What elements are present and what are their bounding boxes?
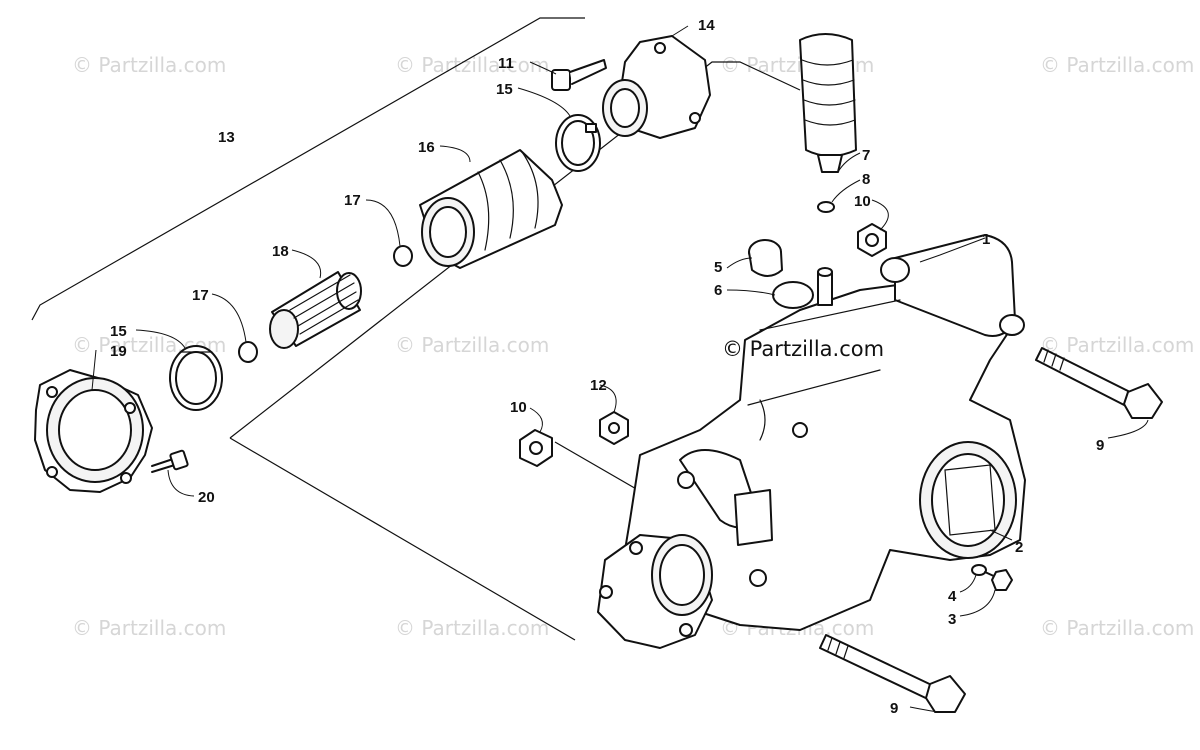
watermark: © Partzilla.com bbox=[1040, 53, 1194, 77]
part-9-bolt-upper bbox=[1035, 347, 1163, 419]
callout-10-lower: 10 bbox=[510, 399, 527, 416]
part-18-splined-shaft bbox=[269, 271, 362, 349]
part-20-bolt bbox=[151, 449, 189, 473]
callout-12: 12 bbox=[590, 377, 607, 394]
watermark: © Partzilla.com bbox=[1040, 616, 1194, 640]
part-17-plug-lower bbox=[238, 341, 258, 363]
callout-19: 19 bbox=[110, 343, 127, 360]
part-11-bolt bbox=[551, 59, 607, 91]
callout-2: 2 bbox=[1015, 539, 1023, 556]
callout-10-upper: 10 bbox=[854, 193, 871, 210]
callout-13: 13 bbox=[218, 129, 235, 146]
part-12-nut bbox=[599, 411, 629, 445]
part-4-washer bbox=[971, 564, 987, 576]
callout-17-upper: 17 bbox=[344, 192, 361, 209]
callout-20: 20 bbox=[198, 489, 215, 506]
watermark: © Partzilla.com bbox=[395, 616, 549, 640]
watermark: © Partzilla.com bbox=[72, 53, 226, 77]
part-15-clamp-upper bbox=[555, 114, 601, 172]
watermark-layer: © Partzilla.com © Partzilla.com © Partzi… bbox=[72, 53, 1194, 640]
part-17-plug-upper bbox=[393, 245, 413, 267]
part-8-clip bbox=[817, 201, 835, 213]
callout-7: 7 bbox=[862, 147, 870, 164]
callout-16: 16 bbox=[418, 139, 435, 156]
watermark: © Partzilla.com bbox=[395, 333, 549, 357]
callout-15-upper: 15 bbox=[496, 81, 513, 98]
callout-6: 6 bbox=[714, 282, 722, 299]
callout-8: 8 bbox=[862, 171, 870, 188]
watermark: © Partzilla.com bbox=[1040, 333, 1194, 357]
part-6-o-ring bbox=[772, 281, 814, 309]
part-19-flange-cover bbox=[34, 369, 153, 493]
watermark: © Partzilla.com bbox=[72, 616, 226, 640]
part-10-nut-lower bbox=[519, 429, 553, 467]
part-9-bolt-lower bbox=[819, 634, 966, 713]
callout-9-upper: 9 bbox=[1096, 437, 1104, 454]
part-5-cap bbox=[748, 239, 783, 277]
part-3-drain-bolt bbox=[984, 569, 1013, 591]
part-7-shift-boot bbox=[799, 33, 857, 173]
callout-15-lower: 15 bbox=[110, 323, 127, 340]
part-15-clamp-lower bbox=[169, 345, 223, 411]
part-14-yoke-flange bbox=[602, 35, 711, 139]
leader-lines bbox=[91, 25, 1149, 713]
callout-11: 11 bbox=[498, 55, 514, 72]
callout-3: 3 bbox=[948, 611, 956, 628]
watermark-center: © Partzilla.com bbox=[722, 337, 884, 361]
callout-4: 4 bbox=[948, 588, 957, 605]
callout-labels: 1 2 3 4 5 6 7 8 9 9 10 10 11 12 13 14 15… bbox=[110, 17, 1104, 717]
shift-rod bbox=[817, 267, 833, 306]
callout-1: 1 bbox=[982, 231, 990, 248]
callout-5: 5 bbox=[714, 259, 722, 276]
part-10-nut-upper bbox=[857, 223, 887, 257]
part-16-boot bbox=[419, 149, 563, 269]
callout-17-lower: 17 bbox=[192, 287, 209, 304]
callout-9-lower: 9 bbox=[890, 700, 898, 717]
pinion-flange bbox=[597, 534, 713, 649]
callout-14: 14 bbox=[698, 17, 715, 34]
callout-18: 18 bbox=[272, 243, 289, 260]
